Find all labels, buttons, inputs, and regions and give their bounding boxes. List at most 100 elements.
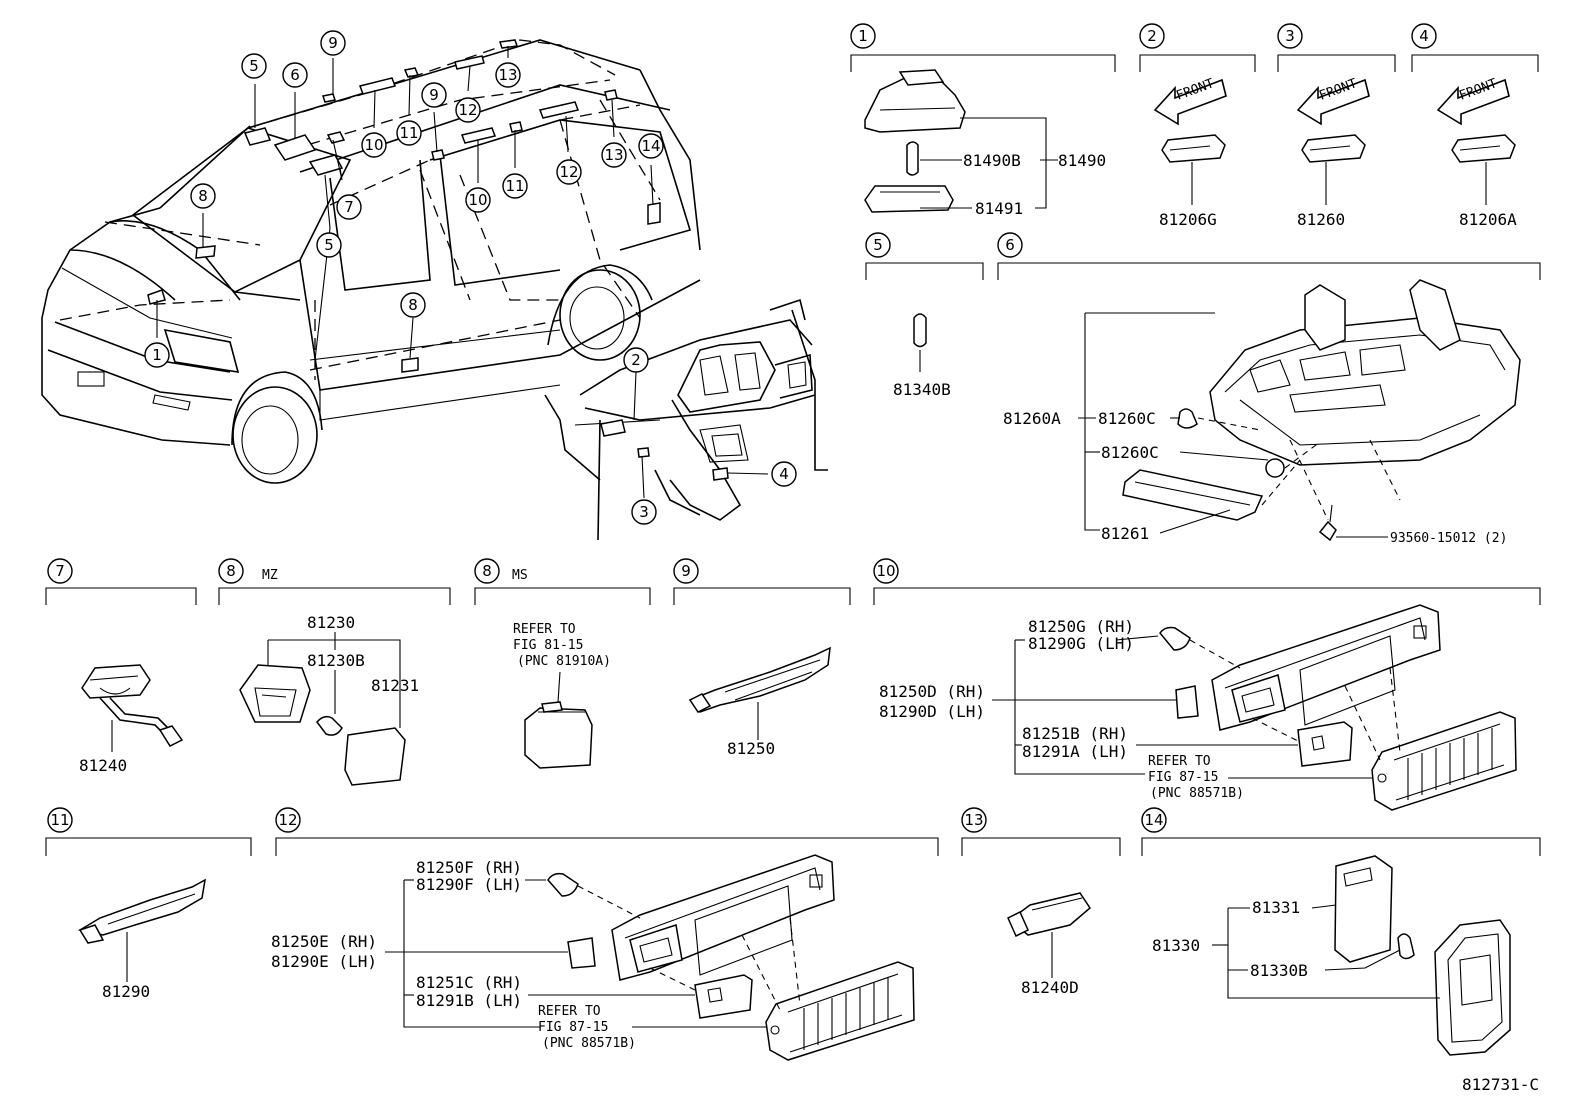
callout-number: 2 — [631, 351, 641, 369]
callout-circle — [361, 132, 387, 158]
callout-12: 12 — [556, 159, 582, 185]
callout-circle — [1411, 23, 1437, 49]
callout-number: 14 — [641, 137, 660, 155]
label-81261: 81261 — [1101, 524, 1149, 543]
callout-circle — [316, 232, 342, 258]
callout-circle — [631, 499, 657, 525]
label-81251C: 81251C (RH) — [416, 973, 522, 992]
callout-circle — [1141, 807, 1167, 833]
callout-circle — [282, 62, 308, 88]
callout-circle — [873, 558, 899, 584]
label-81250E: 81250E (RH) — [271, 932, 377, 951]
callout-14: 14 — [1141, 807, 1167, 833]
callout-circle — [275, 807, 301, 833]
callout-number: 5 — [249, 57, 259, 75]
label-81291B: 81291B (LH) — [416, 991, 522, 1010]
vehicle-overview — [41, 39, 701, 484]
callout-number: 13 — [964, 811, 983, 829]
label-81290G: 81290G (LH) — [1028, 634, 1134, 653]
callout-circle — [865, 232, 891, 258]
callout-11: 11 — [502, 173, 528, 199]
callout-circle — [601, 142, 627, 168]
callout-circle — [623, 347, 649, 373]
callout-circle — [336, 194, 362, 220]
callout-number: 8 — [198, 187, 208, 205]
label-81330B: 81330B — [1250, 961, 1308, 980]
callout-number: 12 — [458, 101, 477, 119]
label-81251B: 81251B (RH) — [1022, 724, 1128, 743]
callout-3: 3 — [631, 499, 657, 525]
callout-8: 8 — [218, 558, 244, 584]
label-81490B: 81490B — [963, 151, 1021, 170]
label-81206A: 81206A — [1459, 210, 1517, 229]
label-81290: 81290 — [102, 982, 150, 1001]
callout-circle — [190, 183, 216, 209]
callout-number: 1 — [858, 27, 868, 45]
section-14 — [1141, 837, 1541, 1056]
label-81230B: 81230B — [307, 651, 365, 670]
callout-circle — [396, 120, 422, 146]
callout-circle — [1139, 23, 1165, 49]
section-1 — [850, 54, 1116, 213]
front-label-3: FRONT — [1317, 76, 1359, 104]
callout-circle — [421, 82, 447, 108]
callout-number: 10 — [468, 191, 487, 209]
ref-refer-to-3: REFER TO — [538, 1004, 601, 1019]
dashboard-view — [544, 298, 828, 541]
diagram-code: 812731-C — [1462, 1075, 1539, 1094]
callout-1: 1 — [850, 23, 876, 49]
label-81240: 81240 — [79, 756, 127, 775]
callout-circle — [218, 558, 244, 584]
callout-7: 7 — [336, 194, 362, 220]
section-4 — [1411, 54, 1539, 205]
section-6 — [997, 262, 1541, 542]
label-81291A: 81291A (LH) — [1022, 742, 1128, 761]
callout-11: 11 — [396, 120, 422, 146]
callout-circle — [455, 97, 481, 123]
callout-number: 10 — [364, 136, 383, 154]
callout-circle — [400, 292, 426, 318]
section-8-mz — [218, 587, 451, 786]
callout-number: 8 — [226, 562, 236, 580]
callout-circle — [771, 461, 797, 487]
label-81330: 81330 — [1152, 936, 1200, 955]
callout-number: 3 — [639, 503, 649, 521]
callout-12: 12 — [275, 807, 301, 833]
callout-3: 3 — [1277, 23, 1303, 49]
callout-number: 10 — [876, 562, 895, 580]
callout-1: 1 — [144, 342, 170, 368]
callout-13: 13 — [601, 142, 627, 168]
callout-5: 5 — [865, 232, 891, 258]
callout-13: 13 — [961, 807, 987, 833]
label-81290D: 81290D (LH) — [879, 702, 985, 721]
callout-8: 8 — [400, 292, 426, 318]
callout-11: 11 — [47, 807, 73, 833]
callout-9: 9 — [320, 30, 346, 56]
ref-pnc-81910a: (PNC 81910A) — [517, 654, 611, 669]
callout-7: 7 — [47, 558, 73, 584]
label-81250F: 81250F (RH) — [416, 858, 522, 877]
label-81490: 81490 — [1058, 151, 1106, 170]
callout-circle — [495, 62, 521, 88]
section-8-ms — [474, 587, 651, 769]
callout-10: 10 — [873, 558, 899, 584]
label-81340B: 81340B — [893, 380, 951, 399]
callout-number: 9 — [328, 34, 338, 52]
ref-fig-81-15: FIG 81-15 — [513, 638, 583, 653]
label-81206G: 81206G — [1159, 210, 1217, 229]
label-81250G: 81250G (RH) — [1028, 617, 1134, 636]
callout-9: 9 — [673, 558, 699, 584]
callout-number: 11 — [505, 177, 524, 195]
label-81250D: 81250D (RH) — [879, 682, 985, 701]
callout-circle — [961, 807, 987, 833]
section-9 — [673, 587, 851, 740]
section-12 — [275, 837, 939, 1061]
ref-refer-to-2: REFER TO — [1148, 754, 1211, 769]
callout-4: 4 — [771, 461, 797, 487]
callout-8: 8 — [474, 558, 500, 584]
callout-circle — [638, 133, 664, 159]
ref-pnc-88571b-a: (PNC 88571B) — [1150, 786, 1244, 801]
